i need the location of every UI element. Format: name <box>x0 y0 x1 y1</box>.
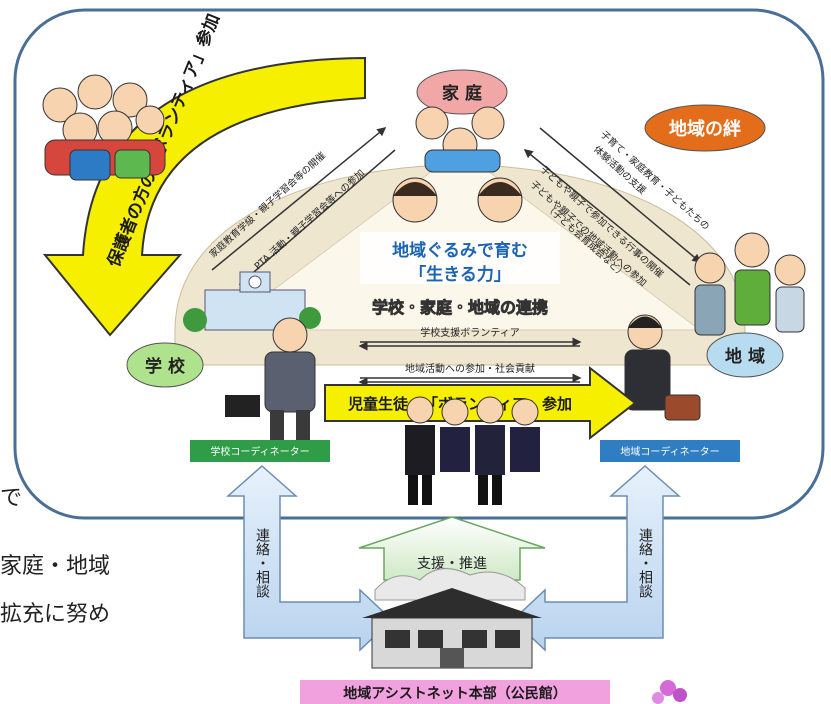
region-coordinator-box <box>600 440 740 462</box>
bottom-arrow-text-1: 学校支援ボランティア <box>420 326 519 339</box>
body-text-fragment-2: 家庭・地域 <box>0 554 111 579</box>
body-text-fragment-1: で <box>0 486 23 511</box>
left-contact-label: 連絡・相談 <box>254 528 270 598</box>
region-bubble <box>706 332 784 378</box>
parent-volunteer-arrow <box>42 56 366 337</box>
region-coordinator-illustration <box>624 314 701 421</box>
community-people-illustration <box>694 232 806 336</box>
support-label: 支援・推進 <box>417 556 487 572</box>
body-text-fragment-3: 拡充に努め <box>0 602 111 627</box>
center-subtitle: 学校・家庭・地域の連携 <box>372 298 548 317</box>
school-bubble <box>126 342 204 388</box>
home-bubble <box>416 69 508 115</box>
home-label: 家 庭 <box>442 83 482 104</box>
region-label: 地 域 <box>725 346 765 367</box>
bottom-arrow-text-2: 地域活動への参加・社会貢献 <box>405 362 535 375</box>
region-coordinator-label: 地域コーディネーター <box>620 445 719 458</box>
community-bond-bubble <box>644 104 766 152</box>
school-coordinator-label: 学校コーディネーター <box>210 445 309 458</box>
students-illustration <box>405 396 540 505</box>
right-contact-label: 連絡・相談 <box>637 528 653 598</box>
center-title-box <box>360 232 560 284</box>
hq-label-box <box>300 680 610 704</box>
community-bond-label: 地域の絆 <box>669 118 741 140</box>
school-coordinator-box <box>190 440 330 462</box>
family-illustration <box>392 106 523 223</box>
school-coordinator-illustration <box>225 317 316 440</box>
community-center-building-illustration <box>362 568 542 669</box>
hq-label: 地域アシストネット本部（公民館） <box>343 685 566 702</box>
center-title-1: 地域ぐるみで育む <box>392 240 528 261</box>
flower-decoration <box>652 680 687 704</box>
parents-crowd-illustration <box>42 74 166 181</box>
center-title-2: 「生きる力」 <box>409 264 511 285</box>
school-label: 学 校 <box>145 356 186 377</box>
